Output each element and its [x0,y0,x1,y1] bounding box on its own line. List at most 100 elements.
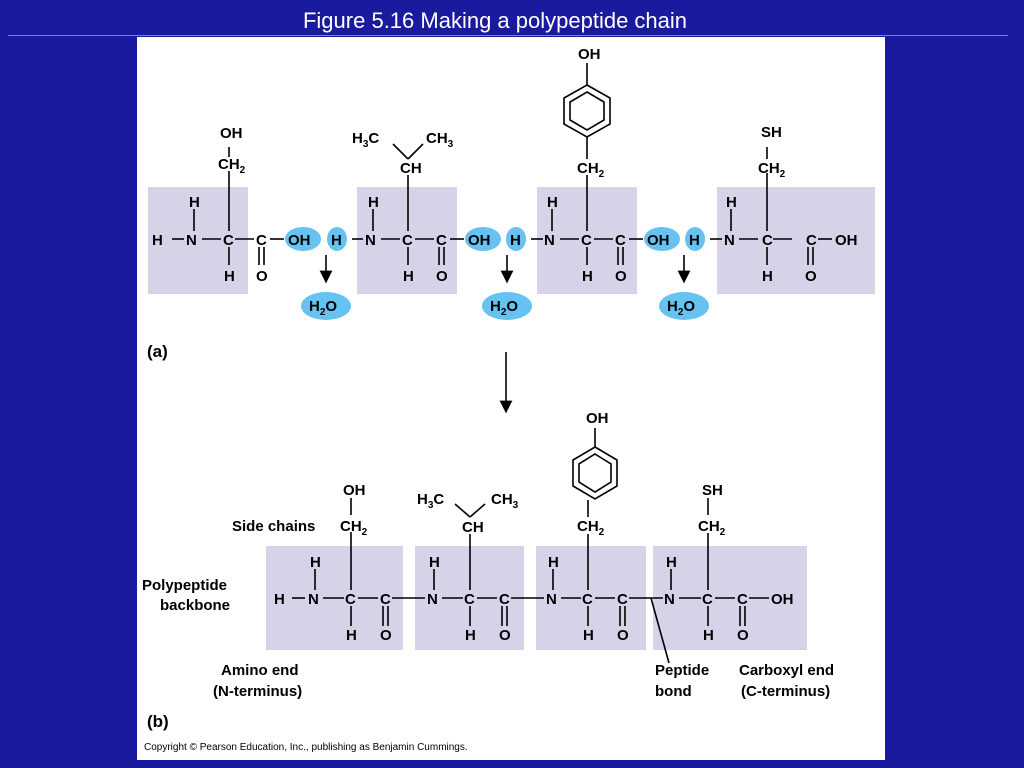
atom-c: C [436,232,447,249]
backbone-label: backbone [160,597,230,614]
atom-h: H [331,232,342,249]
atom-n: N [186,232,197,249]
atom-h3c: H3C [352,130,379,150]
atom-h: H [189,194,200,211]
water-molecule: H2O [490,298,518,318]
c-terminus-label: (C-terminus) [741,683,830,700]
polypeptide-diagram: OH CH2 H H N C C OH H O H H3C CH3 CH H N… [142,46,875,753]
atom-oh: OH [771,591,794,608]
atom-c: C [223,232,234,249]
atom-ch2: CH2 [340,518,368,538]
atom-ch3: CH3 [426,130,454,150]
atom-h: H [703,627,714,644]
atom-h: H [310,554,321,571]
atom-ch2: CH2 [577,160,605,180]
atom-n: N [664,591,675,608]
atom-ch2: CH2 [218,156,246,176]
atom-c: C [702,591,713,608]
water-highlight-2 [482,292,532,320]
atom-oh: OH [220,125,243,142]
atom-n: N [308,591,319,608]
atom-c: C [256,232,267,249]
amino-acid-box-valine [357,187,457,294]
bond-lines-b [292,428,769,664]
atom-o: O [617,627,629,644]
atom-n: N [365,232,376,249]
atom-h: H [403,268,414,285]
oh-highlight-1 [285,227,321,251]
atom-h: H [666,554,677,571]
atom-o: O [436,268,448,285]
atom-h: H [547,194,558,211]
atom-o: O [256,268,268,285]
atom-c: C [615,232,626,249]
slide-title: Figure 5.16 Making a polypeptide chain [302,8,688,33]
atom-c: C [402,232,413,249]
h-highlight-2 [506,227,526,251]
atom-c: C [464,591,475,608]
atom-o: O [737,627,749,644]
water-highlight-1 [301,292,351,320]
atom-h: H [274,591,285,608]
amino-end-label: Amino end [221,662,299,679]
atom-c: C [345,591,356,608]
n-terminus-label: (N-terminus) [213,683,302,700]
atom-h3c: H3C [417,491,444,511]
atom-o: O [805,268,817,285]
atom-oh: OH [586,410,609,427]
atom-h: H [224,268,235,285]
title-divider [8,35,1008,36]
atom-ch: CH [462,519,484,536]
peptide-label: Peptide [655,662,709,679]
atom-ch2: CH2 [577,518,605,538]
panel-b-label: (b) [147,712,169,731]
atom-h: H [368,194,379,211]
atom-oh: OH [468,232,491,249]
atom-o: O [615,268,627,285]
water-molecule: H2O [309,298,337,318]
atom-ch: CH [400,160,422,177]
atom-n: N [724,232,735,249]
water-molecule: H2O [667,298,695,318]
atom-n: N [544,232,555,249]
atom-c: C [762,232,773,249]
atom-o: O [380,627,392,644]
atom-h: H [689,232,700,249]
atom-h: H [548,554,559,571]
water-highlight-3 [659,292,709,320]
atom-oh: OH [343,482,366,499]
atom-h: H [583,627,594,644]
atom-ch2: CH2 [758,160,786,180]
atom-o: O [499,627,511,644]
oh-highlight-3 [644,227,680,251]
atom-sh: SH [702,482,723,499]
h-highlight-1 [327,227,347,251]
atom-c: C [737,591,748,608]
copyright-notice: Copyright © Pearson Education, Inc., pub… [144,742,468,753]
atom-c: C [582,591,593,608]
atom-h: H [582,268,593,285]
polypeptide-label: Polypeptide [142,577,227,594]
bond-lines-a [172,63,832,414]
atom-n: N [546,591,557,608]
atom-oh: OH [578,46,601,63]
atom-oh: OH [835,232,858,249]
atom-h: H [465,627,476,644]
atom-ch2: CH2 [698,518,726,538]
atom-c: C [617,591,628,608]
amino-acid-box-serine [148,187,248,294]
atom-h: H [510,232,521,249]
atom-c: C [380,591,391,608]
atom-h: H [346,627,357,644]
atom-c: C [581,232,592,249]
amino-acid-box-cysteine [717,187,875,294]
atom-oh: OH [647,232,670,249]
atom-h: H [762,268,773,285]
carboxyl-end-label: Carboxyl end [739,662,834,679]
atom-h: H [152,232,163,249]
oh-highlight-2 [465,227,501,251]
residue-box-3 [536,546,646,650]
atom-h: H [429,554,440,571]
figure-panel: OH CH2 H H N C C OH H O H H3C CH3 CH H N… [137,37,885,760]
atom-h: H [726,194,737,211]
